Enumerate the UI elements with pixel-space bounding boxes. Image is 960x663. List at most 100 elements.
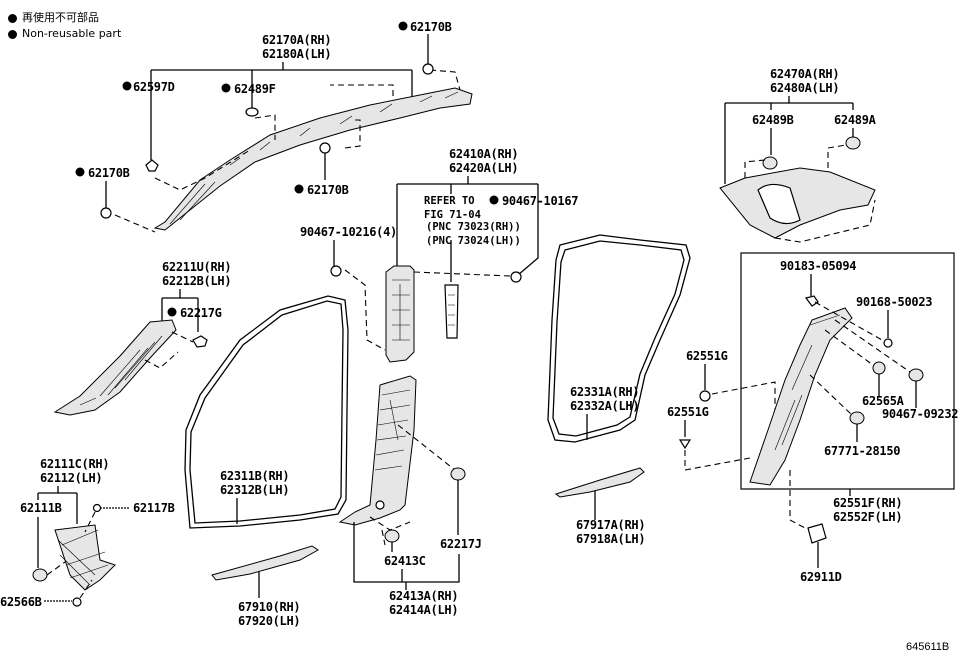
part-62551G-a-label[interactable]: 62551G [686,349,728,363]
rear-weatherstrip-rh-label[interactable]: 62331A(RH) [570,385,640,399]
center-pillar-lower-garnish[interactable] [338,375,417,526]
center-pillar-lower-rh-label[interactable]: 62413A(RH) [389,589,459,603]
part-62597D-label[interactable]: 62597D [133,80,175,94]
front-door-scuff-plate[interactable] [211,545,319,581]
rear-door-weatherstrip[interactable] [547,234,691,443]
center-pillar-upper-rh-label[interactable]: 62410A(RH) [449,147,519,161]
part-62565A-label[interactable]: 62565A [862,394,905,408]
diagram-code: 645611B [906,641,949,653]
clip-62489B[interactable] [762,156,778,170]
clip-62551G-a[interactable] [699,390,711,402]
screw-90168-50023[interactable] [883,338,893,348]
roof-airbag-group: 62170A(RH) 62180A(LH) [114,33,473,233]
clip-90183-05094[interactable] [804,295,819,307]
clip-62911D[interactable] [807,523,827,544]
part-62217G-label[interactable]: 62217G [180,306,222,320]
center-pillar-lower-lh-label[interactable]: 62414A(LH) [389,603,459,617]
center-pillar-upper-lh-label[interactable]: 62420A(LH) [449,161,519,175]
part-90467-10216-label[interactable]: 90467-10216(4) [300,225,397,239]
clip-62597D[interactable] [145,159,159,172]
clip-62565A[interactable] [872,361,886,375]
part-62170B-mid-label[interactable]: 62170B [307,183,349,197]
rear-pillar-lh-label[interactable]: 62552F(LH) [833,510,903,524]
roof-airbag-rh-label[interactable]: 62170A(RH) [262,33,332,47]
center-pillar-lower-group: 62217J 62413C 62413A(RH) 62414A(LH) [338,375,482,617]
clip-62489F[interactable] [245,107,259,117]
clip-62551G-b[interactable] [678,439,692,450]
clip-62170B-mid[interactable] [319,142,331,154]
quarter-trim-rh-label[interactable]: 62470A(RH) [770,67,840,81]
rear-weatherstrip-lh-label[interactable]: 62332A(LH) [570,399,640,413]
refer-note-line2[interactable]: FIG 71-04 [424,209,481,221]
dash [711,381,776,415]
part-62911D-label[interactable]: 62911D [800,570,842,584]
front-pillar-dash [144,331,194,369]
clip-62217G[interactable] [192,335,208,348]
clip-62170B-top[interactable] [422,63,434,75]
clip-67771-28150[interactable] [849,411,865,425]
cowl-side-rh-label[interactable]: 62111C(RH) [40,457,110,471]
airbag-detail [169,91,459,225]
clip-62170B-left[interactable] [100,207,112,219]
callout-90467-10216: 90467-10216(4) [300,225,397,277]
front-pillar-rh-label[interactable]: 62211U(RH) [162,260,232,274]
front-door-weatherstrip[interactable] [184,295,349,529]
part-90183-05094-label[interactable]: 90183-05094 [780,259,857,273]
part-62489B-label[interactable]: 62489B [752,113,794,127]
center-pillar-lower-leader [353,522,460,590]
front-scuff-group: 67910(RH) 67920(LH) [211,545,319,628]
clip-90467-10167[interactable] [510,271,522,283]
part-62489F-label[interactable]: 62489F [234,82,276,96]
clip-90467-09232[interactable] [908,368,924,382]
rear-pillar-garnish[interactable] [749,307,853,486]
clip-62111B[interactable] [32,568,48,582]
quarter-trim-group: 62470A(RH) 62480A(LH) 62489B 62489A [719,67,877,243]
roof-airbag-lh-label[interactable]: 62180A(LH) [262,47,332,61]
part-62170B-left-label[interactable]: 62170B [88,166,130,180]
part-62566B-label[interactable]: 62566B [0,595,42,609]
refer-note-line1[interactable]: REFER TO [424,195,475,207]
clip-62217J[interactable] [450,467,466,481]
part-62170B-top-label[interactable]: 62170B [410,20,452,34]
seat-belt-adjuster[interactable] [444,284,459,339]
part-62117B-label[interactable]: 62117B [133,501,175,515]
rear-door-scuff-plate[interactable] [554,467,645,498]
rear-pillar-rh-label[interactable]: 62551F(RH) [833,496,903,510]
callout-62489F: 62489F [221,82,276,117]
callout-90467-10167: 90467-10167 [489,194,579,208]
clip-62489A[interactable] [845,136,861,150]
garnish-fastener [375,500,385,510]
cowl-side-lh-label[interactable]: 62112(LH) [40,471,103,485]
quarter-trim-lh-label[interactable]: 62480A(LH) [770,81,840,95]
part-62413C-label[interactable]: 62413C [384,554,426,568]
callout-62597D: 62597D [122,80,175,172]
non-reusable-dot-icon [8,13,17,23]
non-reusable-dot-icon [398,21,408,31]
part-90467-09232-label[interactable]: 90467-09232 [882,407,959,421]
rear-scuff-lh-label[interactable]: 67918A(LH) [576,532,646,546]
callout-62551G-a: 62551G [686,349,776,415]
garnish-detail [392,279,410,341]
part-62111B-label[interactable]: 62111B [20,501,62,515]
part-90168-50023-label[interactable]: 90168-50023 [856,295,933,309]
front-weatherstrip-rh-label[interactable]: 62311B(RH) [220,469,290,483]
callout-62551G-b: 62551G [667,405,751,471]
part-62551G-b-label[interactable]: 62551G [667,405,709,419]
front-pillar-lh-label[interactable]: 62212B(LH) [162,274,232,288]
clip-62413C[interactable] [384,529,400,543]
part-62489A-label[interactable]: 62489A [834,113,877,127]
rear-scuff-rh-label[interactable]: 67917A(RH) [576,518,646,532]
clip-62566B[interactable] [72,597,82,607]
roof-side-airbag[interactable] [153,87,473,231]
cowl-side-dash [46,511,96,599]
quarter-trim-panel[interactable] [719,167,876,239]
part-90467-10167-label[interactable]: 90467-10167 [502,194,579,208]
front-scuff-lh-label[interactable]: 67920(LH) [238,614,301,628]
front-weatherstrip-lh-label[interactable]: 62312B(LH) [220,483,290,497]
clip-90467-10216[interactable] [330,265,342,277]
front-pillar-garnish[interactable] [53,319,177,416]
part-67771-28150-label[interactable]: 67771-28150 [824,444,901,458]
clip-62117B[interactable] [92,503,102,513]
front-scuff-rh-label[interactable]: 67910(RH) [238,600,301,614]
part-62217J-label[interactable]: 62217J [440,537,482,551]
